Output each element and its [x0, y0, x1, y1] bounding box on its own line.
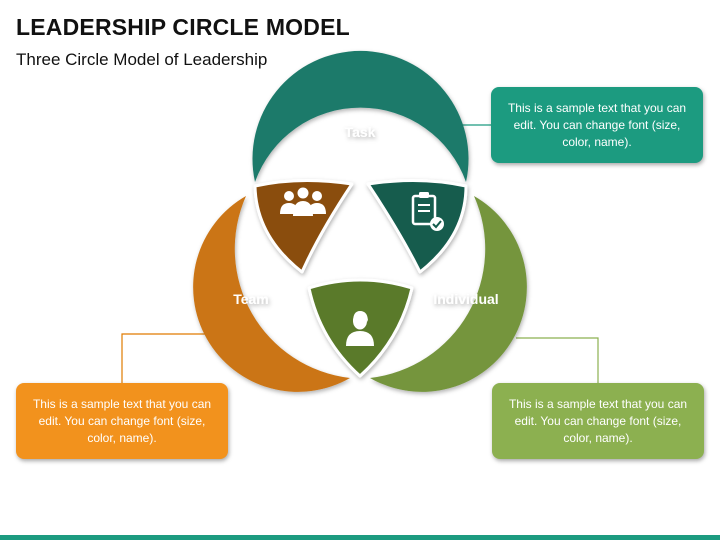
- task-segment[interactable]: Task: [252, 50, 469, 182]
- clipboard-check-icon: [411, 192, 444, 231]
- task-shape: [252, 50, 469, 182]
- overlap-team-individual[interactable]: [307, 278, 414, 378]
- team-shape: [193, 196, 350, 392]
- group-icon: [280, 187, 326, 216]
- team-segment[interactable]: Team: [193, 196, 350, 392]
- overlap-task-individual-shape: [366, 178, 468, 274]
- page-subtitle: Three Circle Model of Leadership: [16, 50, 268, 69]
- team-callout[interactable]: This is a sample text that you can edit.…: [16, 383, 228, 459]
- individual-connector: [516, 337, 599, 383]
- person-icon: [346, 311, 374, 346]
- individual-callout[interactable]: This is a sample text that you can edit.…: [492, 383, 704, 459]
- page-title: LEADERSHIP CIRCLE MODEL: [16, 14, 350, 40]
- bottom-accent-bar: [0, 535, 720, 540]
- overlap-task-team-shape: [253, 178, 354, 274]
- individual-segment[interactable]: Individual: [370, 196, 527, 392]
- overlap-task-team[interactable]: [253, 178, 354, 274]
- team-connector: [121, 333, 205, 383]
- team-label: Team: [233, 291, 269, 307]
- task-label: Task: [345, 124, 376, 140]
- task-callout[interactable]: This is a sample text that you can edit.…: [491, 87, 703, 163]
- individual-label: Individual: [433, 291, 498, 307]
- individual-shape: [370, 196, 527, 392]
- overlap-task-individual[interactable]: [366, 178, 468, 274]
